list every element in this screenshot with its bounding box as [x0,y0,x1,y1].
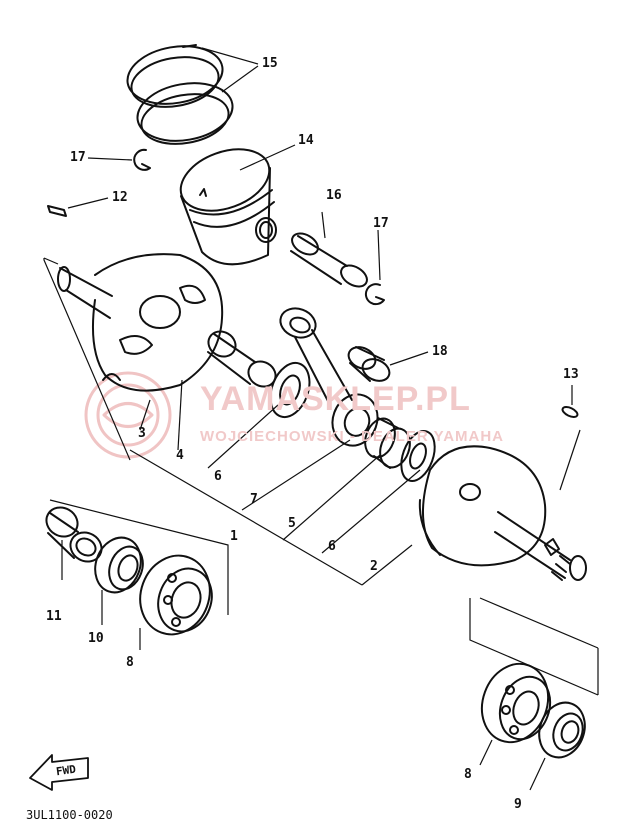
label-17-left: 17 [70,150,86,165]
label-11: 11 [46,609,62,624]
label-17-right: 17 [373,216,389,231]
thrust-washer-left [269,361,311,419]
label-13: 13 [563,367,579,382]
crank-half-left [57,253,224,392]
label-16: 16 [326,188,342,203]
thrust-washer-right [400,430,436,482]
diagram-reference-code: 3UL1100-0020 [26,808,113,822]
seal-right [538,701,586,759]
woodruff-key [47,205,67,217]
forward-arrow-icon [29,754,89,791]
label-2: 2 [370,559,378,574]
label-5: 5 [288,516,296,531]
label-8-right: 8 [464,767,472,782]
label-9: 9 [514,797,522,812]
crank-half-right [418,445,587,581]
piston [179,148,277,266]
small-end-bearing [347,346,391,382]
label-3: 3 [138,426,146,441]
label-12: 12 [112,190,128,205]
label-6-right: 6 [328,539,336,554]
piston-pin [290,232,368,288]
dowel-pin [561,406,579,418]
connecting-rod [279,307,379,447]
bearing-left [139,554,213,636]
label-10: 10 [88,631,104,646]
label-4: 4 [176,448,184,463]
piston-rings [126,44,234,145]
watermark-emblem [84,371,172,459]
oil-seal [45,506,103,563]
label-14: 14 [298,133,314,148]
label-18: 18 [432,344,448,359]
watermark-subtext: WOJCIECHOWSKI - DEALER YAMAHA [200,428,505,445]
label-6-left: 6 [214,469,222,484]
leader-lines [43,47,599,791]
label-7: 7 [250,492,258,507]
label-15: 15 [262,56,278,71]
watermark-text: YAMASKLEP.PL [200,380,471,418]
bearing-seal [94,536,144,594]
bearing-right [480,662,552,744]
circlip-left [133,148,151,171]
circlip-right [364,283,385,306]
fwd-label: FWD [55,762,77,779]
label-1: 1 [230,529,238,544]
label-8-left: 8 [126,655,134,670]
crank-pin [207,330,277,388]
